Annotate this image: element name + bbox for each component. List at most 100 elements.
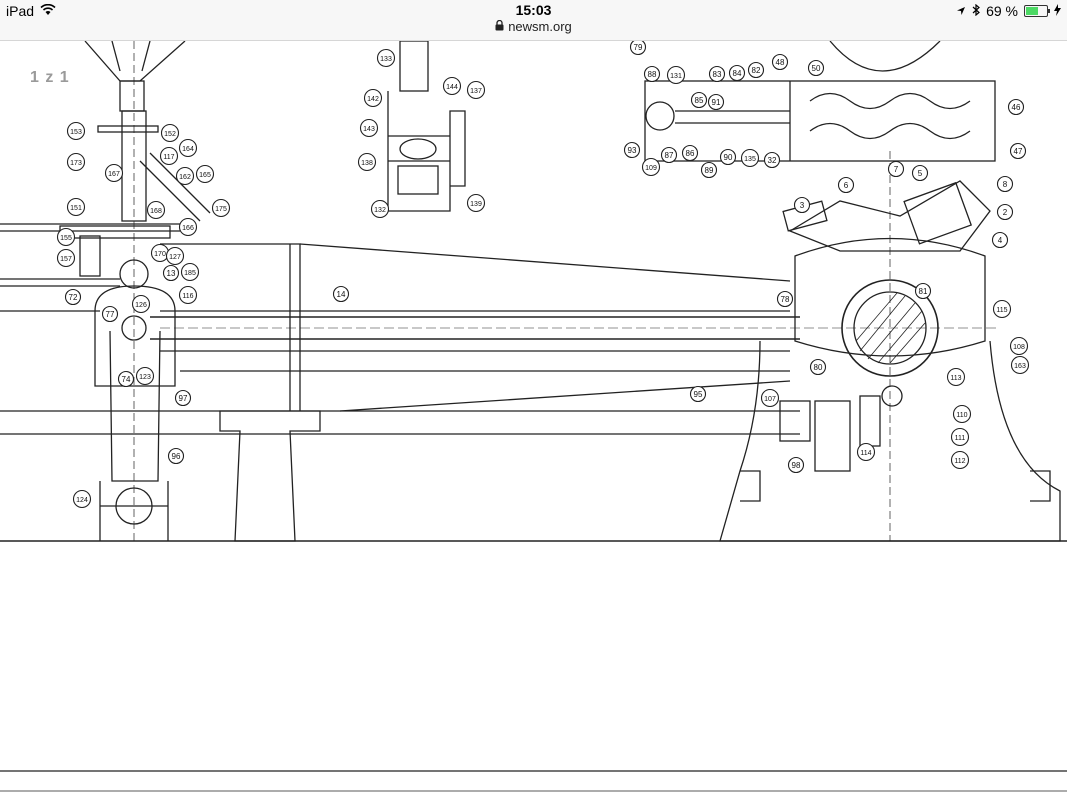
- callout-circle: [911, 164, 929, 182]
- callout-number: 139: [470, 201, 482, 208]
- callout-111: 111: [950, 427, 970, 447]
- charging-bolt-icon: [1054, 3, 1061, 19]
- callout-circle: [66, 152, 86, 172]
- callout-number: 74: [122, 375, 131, 384]
- callout-circle: [466, 80, 486, 100]
- callout-circle: [700, 161, 718, 179]
- callout-5: 5: [911, 164, 929, 182]
- callout-circle: [719, 148, 737, 166]
- callout-78: 78: [776, 290, 794, 308]
- clock: 15:03: [515, 2, 552, 18]
- callout-circle: [629, 41, 647, 56]
- lock-icon: [495, 19, 504, 34]
- callout-138: 138: [357, 152, 377, 172]
- callout-circle: [690, 91, 708, 109]
- callout-126: 126: [131, 294, 151, 314]
- callout-number: 79: [634, 43, 643, 52]
- callout-86: 86: [681, 144, 699, 162]
- callout-circle: [689, 385, 707, 403]
- callout-167: 167: [104, 163, 124, 183]
- callout-circle: [707, 93, 725, 111]
- callout-circle: [837, 176, 855, 194]
- callout-170: 170: [150, 243, 170, 263]
- callout-96: 96: [167, 447, 185, 465]
- wifi-icon: [40, 3, 56, 19]
- callout-circle: [162, 264, 180, 282]
- callout-number: 114: [860, 450, 871, 457]
- callout-number: 81: [919, 287, 928, 296]
- callout-circle: [359, 118, 379, 138]
- callout-number: 115: [996, 307, 1007, 314]
- callout-157: 157: [56, 248, 76, 268]
- callout-circle: [131, 294, 151, 314]
- callout-number: 142: [367, 96, 379, 103]
- callout-109: 109: [641, 157, 661, 177]
- callout-14: 14: [332, 285, 350, 303]
- pdf-document-viewer[interactable]: 1 z 1: [0, 40, 1067, 800]
- callout-circle: [763, 151, 781, 169]
- callout-circle: [643, 65, 661, 83]
- callout-6: 6: [837, 176, 855, 194]
- callout-number: 110: [956, 412, 967, 419]
- callout-number: 162: [179, 174, 191, 181]
- callout-108: 108: [1009, 336, 1029, 356]
- callout-circle: [660, 146, 678, 164]
- callout-number: 152: [164, 131, 176, 138]
- callout-circle: [66, 197, 86, 217]
- callout-32: 32: [763, 151, 781, 169]
- callout-124: 124: [72, 489, 92, 509]
- callout-165: 165: [195, 164, 215, 184]
- callout-circle: [117, 370, 135, 388]
- callout-number: 123: [139, 374, 151, 381]
- callout-circle: [160, 123, 180, 143]
- url-text[interactable]: newsm.org: [508, 19, 572, 34]
- callout-circle: [771, 53, 789, 71]
- callout-127: 127: [165, 246, 185, 266]
- callout-circle: [135, 366, 155, 386]
- callout-circle: [178, 285, 198, 305]
- bluetooth-icon: [972, 3, 980, 19]
- callout-95: 95: [689, 385, 707, 403]
- callout-number: 89: [705, 166, 714, 175]
- callout-number: 90: [724, 153, 733, 162]
- callout-number: 77: [106, 310, 115, 319]
- callout-number: 84: [733, 69, 742, 78]
- address-bar[interactable]: newsm.org: [0, 19, 1067, 34]
- callout-74: 74: [117, 370, 135, 388]
- callout-circle: [64, 288, 82, 306]
- callout-13: 13: [162, 264, 180, 282]
- callout-number: 2: [1003, 208, 1008, 217]
- callout-number: 91: [712, 98, 721, 107]
- location-arrow-icon: [956, 3, 966, 19]
- callout-151: 151: [66, 197, 86, 217]
- callout-number: 117: [163, 154, 174, 161]
- callout-number: 132: [374, 207, 386, 214]
- callout-circle: [363, 88, 383, 108]
- callout-circle: [623, 141, 641, 159]
- callout-circle: [195, 164, 215, 184]
- callout-number: 131: [670, 73, 682, 80]
- callout-number: 5: [918, 169, 923, 178]
- callout-number: 83: [713, 70, 722, 79]
- callout-circle: [56, 227, 76, 247]
- callout-number: 127: [169, 254, 181, 261]
- callout-number: 133: [380, 56, 392, 63]
- callout-circle: [747, 61, 765, 79]
- callout-circle: [1010, 355, 1030, 375]
- callout-112: 112: [950, 450, 970, 470]
- callout-number: 170: [154, 251, 166, 258]
- callout-number: 153: [70, 129, 82, 136]
- callout-circle: [776, 290, 794, 308]
- callout-47: 47: [1009, 142, 1027, 160]
- callout-83: 83: [708, 65, 726, 83]
- callout-number: 112: [954, 458, 965, 465]
- callout-115: 115: [992, 299, 1012, 319]
- callout-circle: [856, 442, 876, 462]
- callout-number: 6: [844, 181, 849, 190]
- callout-circle: [809, 358, 827, 376]
- callout-circle: [914, 282, 932, 300]
- callout-175: 175: [211, 198, 231, 218]
- callout-48: 48: [771, 53, 789, 71]
- callout-90: 90: [719, 148, 737, 166]
- callout-number: 97: [179, 394, 188, 403]
